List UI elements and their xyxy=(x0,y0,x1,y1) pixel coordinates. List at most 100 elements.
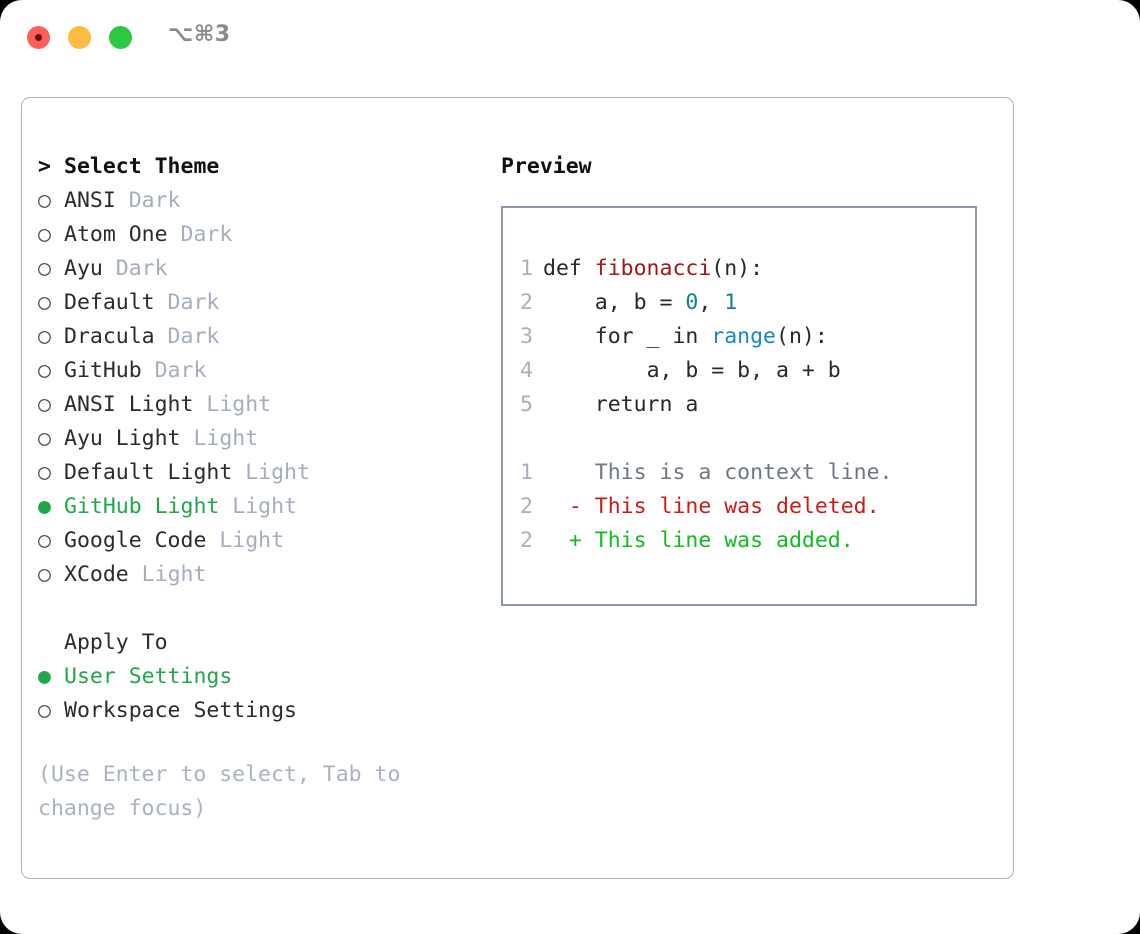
theme-picker-heading: > Select Theme xyxy=(38,150,478,184)
theme-list-item[interactable]: ○ Default Dark xyxy=(38,286,478,320)
code-line: 2 a, b = 0, 1 xyxy=(503,286,975,320)
theme-list-item[interactable]: ○ ANSI Dark xyxy=(38,184,478,218)
code-token-plain: for _ in xyxy=(594,324,712,349)
theme-variant-tag: Light xyxy=(206,528,285,553)
theme-list-item[interactable]: ○ Default Light Light xyxy=(38,456,478,490)
code-token-num: 0 xyxy=(685,290,699,315)
theme-name-label: Google Code xyxy=(64,528,207,553)
diff-line-text-add: + This line was added. xyxy=(543,528,854,553)
apply-to-list: ● User Settings ○ Workspace Settings xyxy=(38,660,478,728)
code-token-blue: range xyxy=(711,324,777,349)
diff-line: 1 This is a context line. xyxy=(503,456,975,490)
line-number: 2 xyxy=(520,528,533,553)
code-token-plain: , xyxy=(698,290,725,315)
theme-name-label: ANSI xyxy=(64,188,116,213)
theme-list-item[interactable]: ● GitHub Light Light xyxy=(38,490,478,524)
radio-selected-icon[interactable]: ● xyxy=(38,494,51,519)
theme-variant-tag: Light xyxy=(180,426,259,451)
apply-to-label: Workspace Settings xyxy=(64,698,297,723)
theme-name-label: Ayu Light xyxy=(64,426,181,451)
theme-list: ○ ANSI Dark ○ Atom One Dark ○ Ayu Dark ○ Defaul… xyxy=(38,184,478,592)
theme-name-label: XCode xyxy=(64,562,129,587)
radio-unselected-icon[interactable]: ○ xyxy=(38,426,51,451)
code-line: 4 a, b = b, a + b xyxy=(503,354,975,388)
radio-selected-icon[interactable]: ● xyxy=(38,664,51,689)
theme-name-label: ANSI Light xyxy=(64,392,194,417)
theme-list-item[interactable]: ○ Google Code Light xyxy=(38,524,478,558)
theme-name-label: Ayu xyxy=(64,256,103,281)
theme-list-item[interactable]: ○ Atom One Dark xyxy=(38,218,478,252)
line-number: 4 xyxy=(520,358,533,383)
radio-unselected-icon[interactable]: ○ xyxy=(38,562,51,587)
main-panel: > Select Theme ○ ANSI Dark ○ Atom One Dark ○ A… xyxy=(21,97,1014,879)
diff-sample: 1 This is a context line.2 - This line w… xyxy=(503,456,975,558)
code-diff-spacer xyxy=(503,422,975,456)
code-line: 5 return a xyxy=(503,388,975,422)
theme-name-label: GitHub xyxy=(64,358,142,383)
code-token-plain: (n): xyxy=(776,324,828,349)
apply-to-item[interactable]: ○ Workspace Settings xyxy=(38,694,478,728)
code-line-text: a, b = b, a + b xyxy=(543,354,841,388)
traffic-light-buttons xyxy=(27,26,132,49)
theme-name-label: Default Light xyxy=(64,460,233,485)
theme-name-label: Atom One xyxy=(64,222,168,247)
apply-to-label: User Settings xyxy=(64,664,233,689)
theme-variant-tag: Light xyxy=(232,460,310,485)
theme-list-item[interactable]: ○ ANSI Light Light xyxy=(38,388,478,422)
theme-list-item[interactable]: ○ Ayu Dark xyxy=(38,252,478,286)
theme-variant-tag: Dark xyxy=(115,188,181,213)
radio-unselected-icon[interactable]: ○ xyxy=(38,698,51,723)
theme-variant-tag: Dark xyxy=(102,256,168,281)
radio-unselected-icon[interactable]: ○ xyxy=(38,290,51,315)
radio-unselected-icon[interactable]: ○ xyxy=(38,324,51,349)
caret-icon: > xyxy=(38,154,51,179)
code-line: 1 def fibonacci(n): xyxy=(503,252,975,286)
title-bar: ⌥⌘3 xyxy=(0,0,1140,78)
radio-unselected-icon[interactable]: ○ xyxy=(38,358,51,383)
code-token-plain: a, b = xyxy=(594,290,686,315)
line-number: 5 xyxy=(520,392,533,417)
line-number: 2 xyxy=(520,494,533,519)
theme-variant-tag: Light xyxy=(128,562,207,587)
theme-list-item[interactable]: ○GitHub Dark xyxy=(38,354,478,388)
radio-unselected-icon[interactable]: ○ xyxy=(38,256,51,281)
theme-list-item[interactable]: ○ XCode Light xyxy=(38,558,478,592)
minimize-window-button[interactable] xyxy=(68,26,91,49)
diff-line-text-del: - This line was deleted. xyxy=(543,494,880,519)
theme-variant-tag: Light xyxy=(193,392,272,417)
maximize-window-button[interactable] xyxy=(109,26,132,49)
theme-variant-tag: Dark xyxy=(167,222,233,247)
theme-picker-heading-label: Select Theme xyxy=(64,154,220,179)
theme-name-label: GitHub Light xyxy=(64,494,220,519)
code-line-text: def fibonacci(n): xyxy=(543,252,763,286)
code-line-text: a, b = 0, 1 xyxy=(543,286,737,320)
radio-unselected-icon[interactable]: ○ xyxy=(38,460,51,485)
code-token-plain: return a xyxy=(594,392,699,417)
theme-variant-tag: Dark xyxy=(154,324,220,349)
theme-name-label: Default xyxy=(64,290,155,315)
diff-line: 2 - This line was deleted. xyxy=(503,490,975,524)
theme-picker-column: > Select Theme ○ ANSI Dark ○ Atom One Dark ○ A… xyxy=(38,150,478,826)
section-spacer xyxy=(38,592,478,626)
radio-unselected-icon[interactable]: ○ xyxy=(38,222,51,247)
close-window-button[interactable] xyxy=(27,26,50,49)
theme-list-item[interactable]: ○ Dracula Dark xyxy=(38,320,478,354)
diff-line: 2 + This line was added. xyxy=(503,524,975,558)
theme-name-label: Dracula xyxy=(64,324,155,349)
theme-variant-tag: Light xyxy=(219,494,298,519)
theme-list-item[interactable]: ○ Ayu Light Light xyxy=(38,422,478,456)
radio-unselected-icon[interactable]: ○ xyxy=(38,188,51,213)
line-number: 1 xyxy=(520,256,533,281)
apply-to-item[interactable]: ● User Settings xyxy=(38,660,478,694)
code-token-fn: fibonacci xyxy=(594,256,712,281)
theme-variant-tag: Dark xyxy=(154,290,220,315)
code-token-num: 1 xyxy=(724,290,738,315)
code-token-plain: (n): xyxy=(711,256,764,281)
diff-line-text-ctx: This is a context line. xyxy=(543,460,893,485)
code-line-text: for _ in range(n): xyxy=(543,320,828,354)
code-token-plain: a, b = b, a + b xyxy=(646,358,841,383)
radio-unselected-icon[interactable]: ○ xyxy=(38,392,51,417)
radio-unselected-icon[interactable]: ○ xyxy=(38,528,51,553)
